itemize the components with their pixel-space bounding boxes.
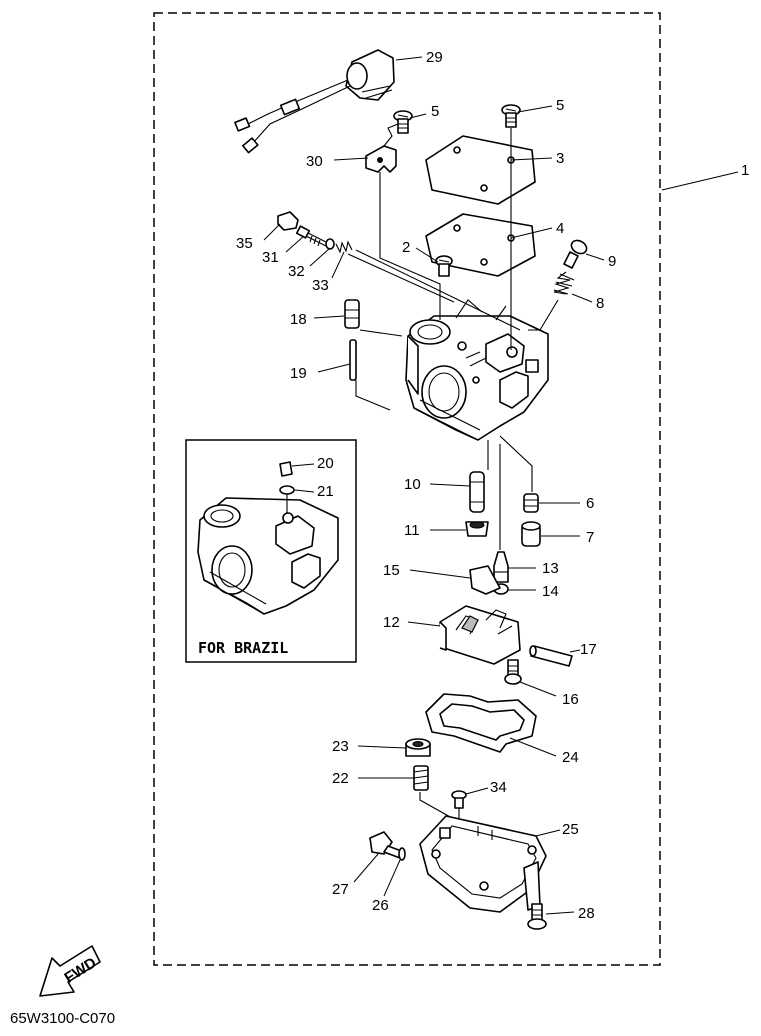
callouts: 29 5 5 3 1 30 4 2 9 8 35 31 32 33 18 19 …: [236, 49, 749, 922]
callout-26: 26: [372, 897, 389, 914]
callout-23: 23: [332, 738, 349, 755]
callout-11: 11: [404, 522, 420, 539]
part-23-collar: [405, 738, 431, 757]
part-12-float: [439, 605, 521, 665]
callout-35: 35: [236, 235, 253, 252]
part-29-solenoid: [234, 49, 395, 154]
callout-18: 18: [290, 311, 307, 328]
part-9-screw: [563, 239, 588, 269]
callout-5-left: 5: [431, 103, 439, 120]
assembly-boundary: [153, 12, 661, 966]
callout-27: 27: [332, 881, 349, 898]
callout-9: 9: [608, 253, 616, 270]
part-8-spring: [553, 271, 575, 295]
part-4-gasket: [425, 213, 536, 277]
figure-code: 65W3100-C070: [10, 1010, 116, 1027]
part-11-jet: [465, 521, 489, 537]
callout-15: 15: [383, 562, 400, 579]
part-34-screw: [451, 790, 467, 809]
callout-33: 33: [312, 277, 329, 294]
inset-caption: FOR BRAZIL: [198, 639, 288, 657]
inset-carburetor-body: [197, 497, 339, 615]
part-24-gasket: [425, 693, 537, 753]
part-5-screw-left: [393, 110, 413, 134]
callout-25: 25: [562, 821, 579, 838]
inset-part-20-plug: [279, 461, 293, 477]
callout-34: 34: [490, 779, 507, 796]
callout-4: 4: [556, 220, 564, 237]
part-15-plate: [469, 565, 501, 595]
part-26-gasket: [398, 847, 406, 861]
callout-3: 3: [556, 150, 564, 167]
fwd-arrow-icon: FWD: [39, 945, 101, 997]
callout-21: 21: [317, 483, 334, 500]
callout-17: 17: [580, 641, 597, 658]
leader-lines: [263, 56, 739, 915]
callout-28: 28: [578, 905, 595, 922]
callout-30: 30: [306, 153, 323, 170]
callout-32: 32: [288, 263, 305, 280]
callout-13: 13: [542, 560, 559, 577]
callout-16: 16: [562, 691, 579, 708]
callout-5-right: 5: [556, 97, 564, 114]
part-22-spring: [413, 765, 429, 791]
part-19-pin: [349, 339, 357, 381]
part-7-jet: [521, 521, 541, 547]
part-33-spring: [335, 240, 353, 254]
part-25-float-bowl: [419, 815, 547, 913]
part-35-cap: [277, 211, 299, 231]
carburetor-body: [405, 299, 549, 441]
callout-19: 19: [290, 365, 307, 382]
callout-1: 1: [741, 162, 749, 179]
callout-22: 22: [332, 770, 349, 787]
part-32-o-ring: [325, 238, 335, 250]
callout-8: 8: [596, 295, 604, 312]
part-31-pilot-screw: [295, 225, 329, 247]
assembly-lines: [347, 128, 559, 550]
part-2-screw: [435, 255, 453, 277]
part-17-float-pin: [529, 645, 573, 667]
part-18-jet: [344, 299, 360, 329]
part-30-bracket: [365, 123, 399, 173]
callout-20: 20: [317, 455, 334, 472]
callout-7: 7: [586, 529, 594, 546]
part-3-cover-plate: [425, 135, 536, 205]
part-10-needle-jet: [469, 471, 485, 513]
part-16-screw: [504, 659, 522, 685]
callout-24: 24: [562, 749, 579, 766]
callout-31: 31: [262, 249, 279, 266]
callout-12: 12: [383, 614, 400, 631]
callout-10: 10: [404, 476, 421, 493]
part-13-needle-valve: [493, 551, 509, 583]
part-5-screw-right: [501, 104, 521, 128]
callout-6: 6: [586, 495, 594, 512]
part-6-needle-seat: [523, 493, 539, 513]
callout-29: 29: [426, 49, 443, 66]
callout-14: 14: [542, 583, 559, 600]
inset-part-21-o-ring: [279, 485, 295, 495]
callout-2: 2: [402, 239, 410, 256]
part-28-screw: [527, 903, 547, 930]
